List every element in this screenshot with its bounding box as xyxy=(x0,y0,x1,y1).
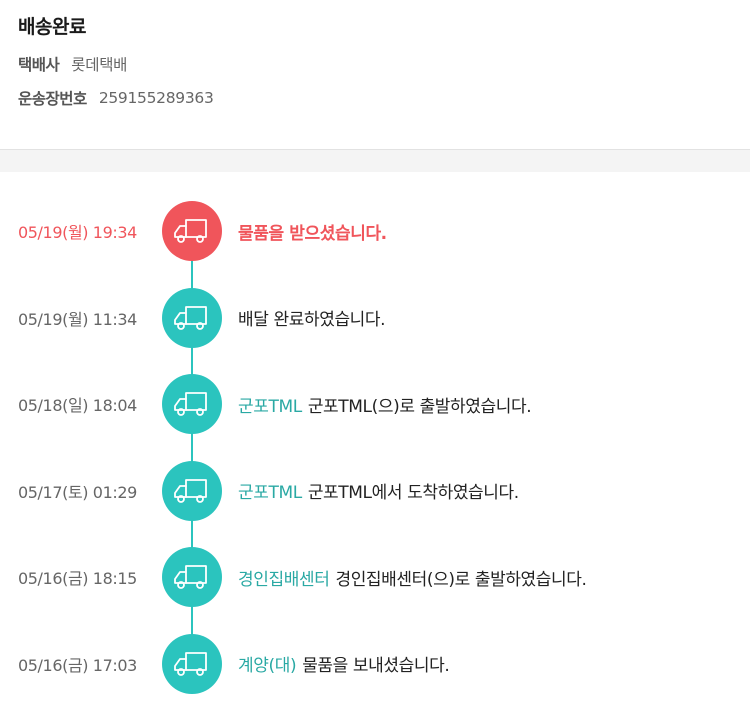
delivery-truck-icon xyxy=(162,287,222,348)
event-location: 경인집배센터 xyxy=(238,569,330,590)
delivery-truck-icon xyxy=(162,547,222,607)
event-description: 물품을 보내셨습니다. xyxy=(302,656,450,676)
event-time: 05/17(토) 01:29 xyxy=(18,482,137,502)
event-time: 05/16(금) 17:03 xyxy=(18,655,137,675)
event-location: 군포TML xyxy=(238,396,302,417)
tracking-number: 259155289363 xyxy=(98,89,214,107)
timeline-event: 05/19(월) 19:34 물품을 받으셨습니다. xyxy=(0,200,750,262)
event-message: 물품을 받으셨습니다. xyxy=(238,219,387,244)
event-description: 물품을 받으셨습니다. xyxy=(238,223,387,244)
event-time: 05/18(일) 18:04 xyxy=(18,396,137,415)
event-time: 05/16(금) 18:15 xyxy=(18,569,137,588)
event-location: 계양(대) xyxy=(238,656,297,676)
delivery-header: 배송완료 택배사 롯데택배 운송장번호 259155289363 xyxy=(0,0,750,150)
timeline-event: 05/19(월) 11:34 배달 완료하였습니다. xyxy=(0,287,750,349)
event-time: 05/19(월) 19:34 xyxy=(18,223,137,242)
tracking-label: 운송장번호 xyxy=(18,90,87,108)
delivery-truck-icon xyxy=(162,633,222,694)
courier-label: 택배사 xyxy=(18,56,60,74)
event-description: 배달 완료하였습니다. xyxy=(238,310,386,330)
delivery-truck-icon xyxy=(162,201,222,261)
event-message: 계양(대)물품을 보내셨습니다. xyxy=(238,651,450,676)
event-message: 배달 완료하였습니다. xyxy=(238,305,386,330)
tracking-timeline: 05/19(월) 19:34 물품을 받으셨습니다. 05/19(월) 11:34 배… xyxy=(0,172,750,708)
delivery-truck-icon xyxy=(162,460,222,521)
courier-row: 택배사 롯데택배 xyxy=(18,53,732,75)
event-description: 군포TML(으)로 출발하였습니다. xyxy=(307,396,532,417)
timeline-connector xyxy=(191,232,193,662)
delivery-status-title: 배송완료 xyxy=(18,16,86,38)
delivery-truck-icon xyxy=(162,374,222,434)
timeline-event: 05/16(금) 17:03 계양(대)물품을 보내셨습니다. xyxy=(0,633,750,695)
tracking-row: 운송장번호 259155289363 xyxy=(18,87,732,109)
section-divider xyxy=(0,150,750,172)
event-time: 05/19(월) 11:34 xyxy=(18,309,137,329)
courier-value: 롯데택배 xyxy=(71,56,128,74)
event-description: 군포TML에서 도착하였습니다. xyxy=(307,483,519,503)
event-description: 경인집배센터(으)로 출발하였습니다. xyxy=(335,569,587,590)
event-location: 군포TML xyxy=(238,483,302,503)
